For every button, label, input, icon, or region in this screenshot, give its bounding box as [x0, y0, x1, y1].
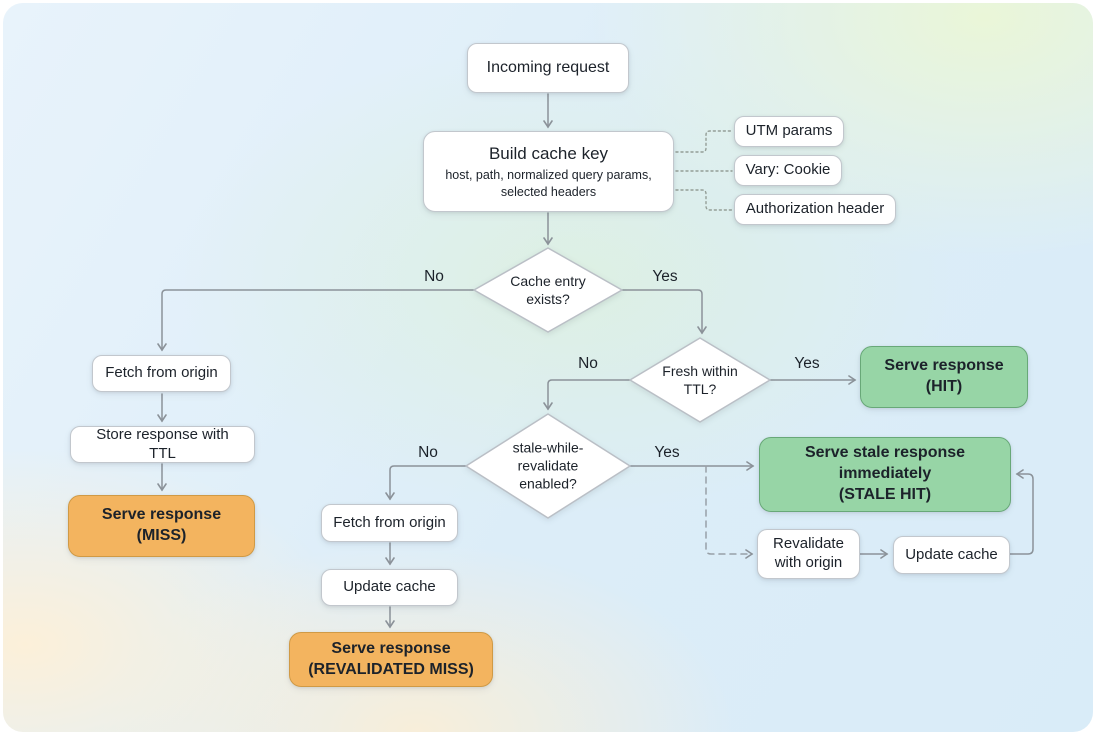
- edge-build-to-authorization-dotted: [675, 189, 733, 211]
- edge-cache-exists-yes: [621, 289, 707, 335]
- node-utm-params: UTM params: [734, 116, 844, 147]
- edge-swr-no: [385, 465, 467, 501]
- edge-cache-exists-no: [157, 289, 475, 352]
- node-authorization-header-label: Authorization header: [745, 200, 885, 218]
- node-fetch-from-origin-1: Fetch from origin: [92, 355, 231, 392]
- node-serve-response-hit: Serve response (HIT): [860, 346, 1028, 408]
- node-update-cache-1: Update cache: [321, 569, 458, 606]
- node-store-response-with-ttl-label: Store response with TTL: [96, 425, 229, 462]
- node-store-response-with-ttl: Store response with TTL: [70, 426, 255, 463]
- node-build-cache-key-subtitle: host, path, normalized query params, sel…: [445, 168, 652, 199]
- node-incoming-request: Incoming request: [467, 43, 629, 93]
- node-update-cache-2-label: Update cache: [905, 545, 998, 563]
- node-revalidate-with-origin: Revalidate with origin: [757, 529, 860, 579]
- edge-label-fresh-ttl-yes: Yes: [794, 355, 820, 372]
- edge-update2-to-stale-hit-loop: [1009, 469, 1034, 555]
- node-fetch-from-origin-2: Fetch from origin: [321, 504, 458, 542]
- node-authorization-header: Authorization header: [734, 194, 896, 225]
- node-fetch-from-origin-2-label: Fetch from origin: [333, 513, 446, 531]
- edge-fresh-no: [543, 379, 631, 411]
- node-vary-cookie: Vary: Cookie: [734, 155, 842, 186]
- edge-swr-yes-to-revalidate-dashed: [705, 465, 754, 559]
- node-serve-stale-response-label: Serve stale response immediately (STALE …: [804, 444, 966, 503]
- decision-cache-entry-exists: [473, 247, 623, 333]
- edge-label-swr-yes: Yes: [654, 444, 680, 461]
- edge-label-swr-no: No: [418, 444, 438, 461]
- node-fetch-from-origin-1-label: Fetch from origin: [105, 364, 218, 382]
- node-serve-response-hit-label: Serve response (HIT): [884, 357, 1004, 395]
- node-update-cache-2: Update cache: [893, 536, 1010, 574]
- decision-swr-enabled: [465, 413, 631, 519]
- node-build-cache-key: Build cache key host, path, normalized q…: [423, 131, 674, 212]
- edge-label-fresh-ttl-no: No: [578, 355, 598, 372]
- node-serve-response-miss-label: Serve response (MISS): [101, 506, 222, 544]
- edge-build-to-utm-dotted: [675, 130, 733, 153]
- node-incoming-request-label: Incoming request: [486, 59, 610, 76]
- node-build-cache-key-title: Build cache key: [488, 144, 609, 164]
- node-vary-cookie-label: Vary: Cookie: [745, 161, 831, 179]
- node-revalidate-with-origin-label: Revalidate with origin: [773, 535, 844, 571]
- node-serve-response-revalidated-miss-label: Serve response (REVALIDATED MISS): [308, 639, 474, 678]
- decision-fresh-within-ttl-label: Fresh within TTL?: [662, 362, 738, 397]
- node-serve-stale-response: Serve stale response immediately (STALE …: [759, 437, 1011, 512]
- node-serve-response-revalidated-miss: Serve response (REVALIDATED MISS): [289, 632, 493, 687]
- decision-cache-entry-exists-label: Cache entry exists?: [510, 272, 586, 307]
- node-utm-params-label: UTM params: [745, 122, 833, 140]
- edge-label-cache-exists-no: No: [424, 268, 444, 285]
- edge-label-cache-exists-yes: Yes: [652, 268, 678, 285]
- node-update-cache-1-label: Update cache: [343, 578, 436, 596]
- decision-swr-enabled-label: stale-while- revalidate enabled?: [512, 439, 584, 493]
- node-serve-response-miss: Serve response (MISS): [68, 495, 255, 557]
- decision-fresh-within-ttl: [629, 337, 771, 423]
